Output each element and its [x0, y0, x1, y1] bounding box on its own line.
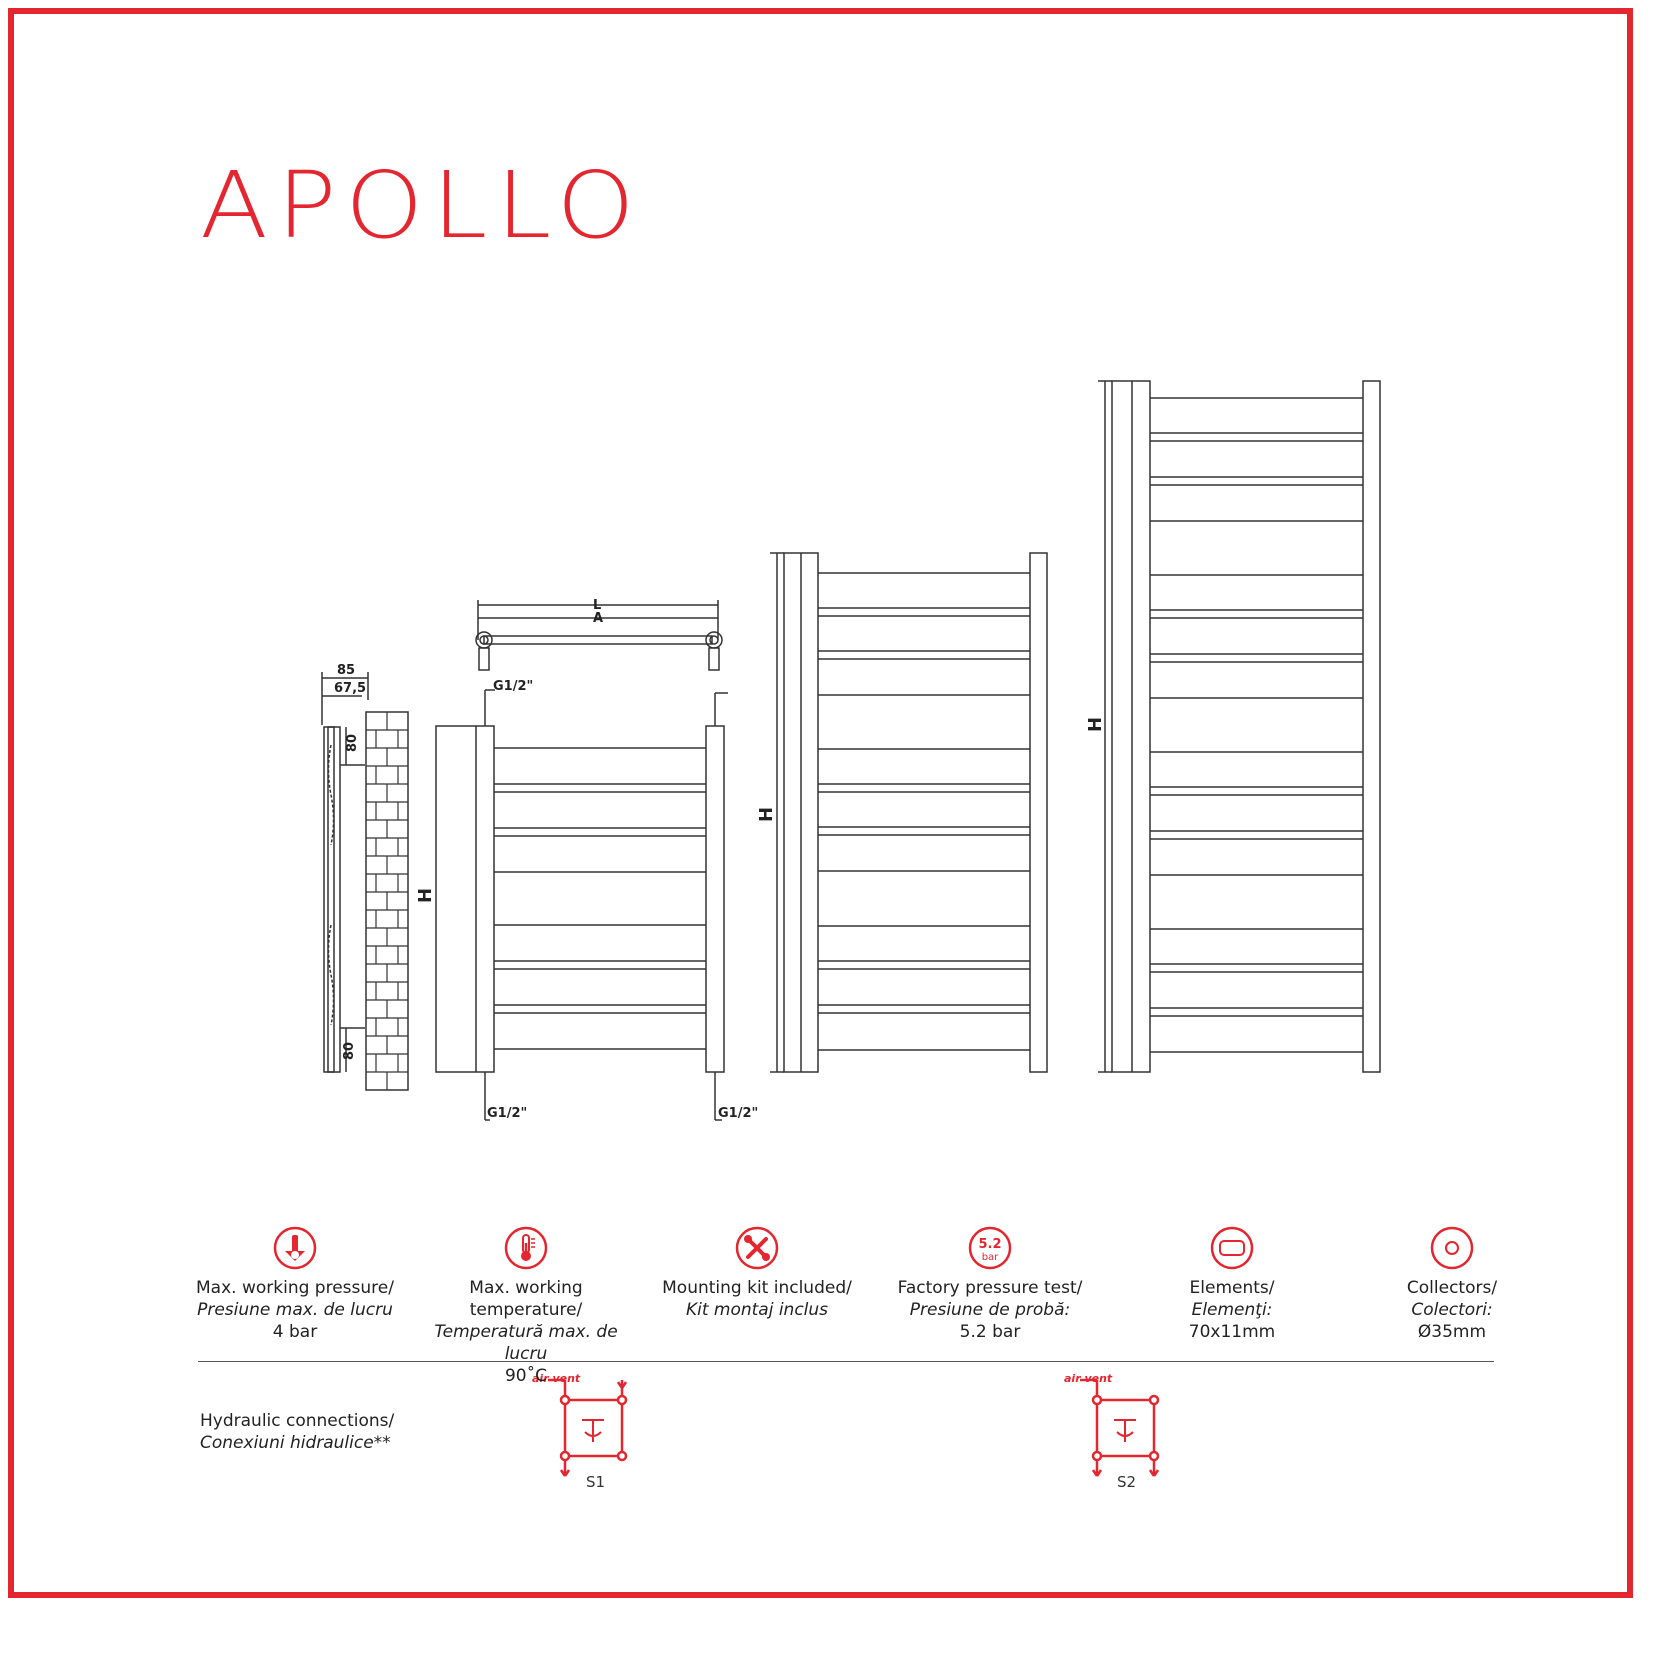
spec-elements: Elements/ Elemenţi: 70x11mm [1122, 1225, 1342, 1343]
spec-label-ro: Elemenţi: [1191, 1300, 1273, 1320]
connection-top-label: G1/2" [493, 679, 533, 694]
front-view-small [435, 689, 728, 1121]
hydraulic-connections-label: Hydraulic connections/ Conexiuni hidraul… [200, 1410, 394, 1454]
spec-max-pressure: Max. working pressure/ Presiune max. de … [185, 1225, 405, 1343]
spec-value: 5.2 bar [959, 1322, 1021, 1342]
spec-label-en: Mounting kit included/ [662, 1278, 852, 1298]
spec-label-ro: Kit montaj inclus [685, 1300, 829, 1320]
page-frame [8, 8, 1633, 1598]
hydraulic-diagram-s2 [1080, 1378, 1160, 1477]
product-title: APOLLO [200, 152, 644, 259]
dim-L: L [593, 598, 601, 613]
spec-collectors: Collectors/ Colectori: Ø35mm [1342, 1225, 1562, 1343]
front-view-large [1098, 380, 1381, 1073]
pressure-icon [273, 1226, 317, 1270]
spec-label-ro: Colectori: [1411, 1300, 1493, 1320]
air-vent-label-s2: air vent [1064, 1372, 1113, 1385]
spec-value: 4 bar [272, 1322, 318, 1342]
spec-label-en: Collectors/ [1406, 1278, 1498, 1298]
hydraulic-label-ro: Conexiuni hidraulice** [200, 1433, 391, 1453]
spec-label-ro: Presiune max. de lucru [197, 1300, 393, 1320]
pressure-test-icon-value: 5.2 [978, 1237, 1001, 1252]
height-label-small: H [415, 888, 436, 903]
dim-80-bottom: 80 [342, 1042, 357, 1060]
element-icon [1210, 1226, 1254, 1270]
side-view [321, 672, 409, 1091]
air-vent-label-s1: air vent [532, 1372, 581, 1385]
spec-label-en: Elements/ [1189, 1278, 1275, 1298]
collector-icon [1430, 1226, 1474, 1270]
thermometer-icon [504, 1226, 548, 1270]
hydraulic-label-en: Hydraulic connections/ [200, 1411, 395, 1431]
spec-max-temperature: Max. working temperature/ Temperatură ma… [416, 1225, 636, 1387]
divider [198, 1361, 1494, 1362]
dim-67-5: 67,5 [334, 681, 366, 696]
pressure-test-icon: 5.2 bar [968, 1226, 1012, 1270]
dim-80-top: 80 [345, 734, 360, 752]
spec-value: 70x11mm [1188, 1322, 1276, 1342]
connection-s2-label: S2 [1117, 1473, 1137, 1491]
spec-label-en: Max. working pressure/ [196, 1278, 394, 1298]
spec-factory-pressure-test: 5.2 bar Factory pressure test/ Presiune … [880, 1225, 1100, 1343]
brick-pattern [366, 712, 408, 1090]
connection-bottom-left-label: G1/2" [487, 1106, 527, 1121]
spec-value: Ø35mm [1417, 1322, 1487, 1342]
spec-label-en: Max. working temperature/ [469, 1278, 583, 1320]
spec-label-ro: Temperatură max. de lucru [434, 1322, 618, 1364]
spec-label-ro: Presiune de probă: [909, 1300, 1071, 1320]
pressure-test-icon-unit: bar [982, 1252, 999, 1263]
dim-85: 85 [337, 663, 355, 678]
height-label-large: H [1085, 717, 1106, 732]
height-label-medium: H [756, 807, 777, 822]
connection-s1-label: S1 [586, 1473, 606, 1491]
top-view [475, 600, 723, 671]
hydraulic-diagram-s1 [548, 1378, 628, 1477]
spec-label-en: Factory pressure test/ [897, 1278, 1083, 1298]
dim-A: A [593, 611, 603, 626]
connection-bottom-right-label: G1/2" [718, 1106, 758, 1121]
spec-value: 90˚C [504, 1366, 547, 1386]
tools-icon [735, 1226, 779, 1270]
spec-mounting-kit: Mounting kit included/ Kit montaj inclus [647, 1225, 867, 1321]
front-view-medium [770, 552, 1048, 1073]
